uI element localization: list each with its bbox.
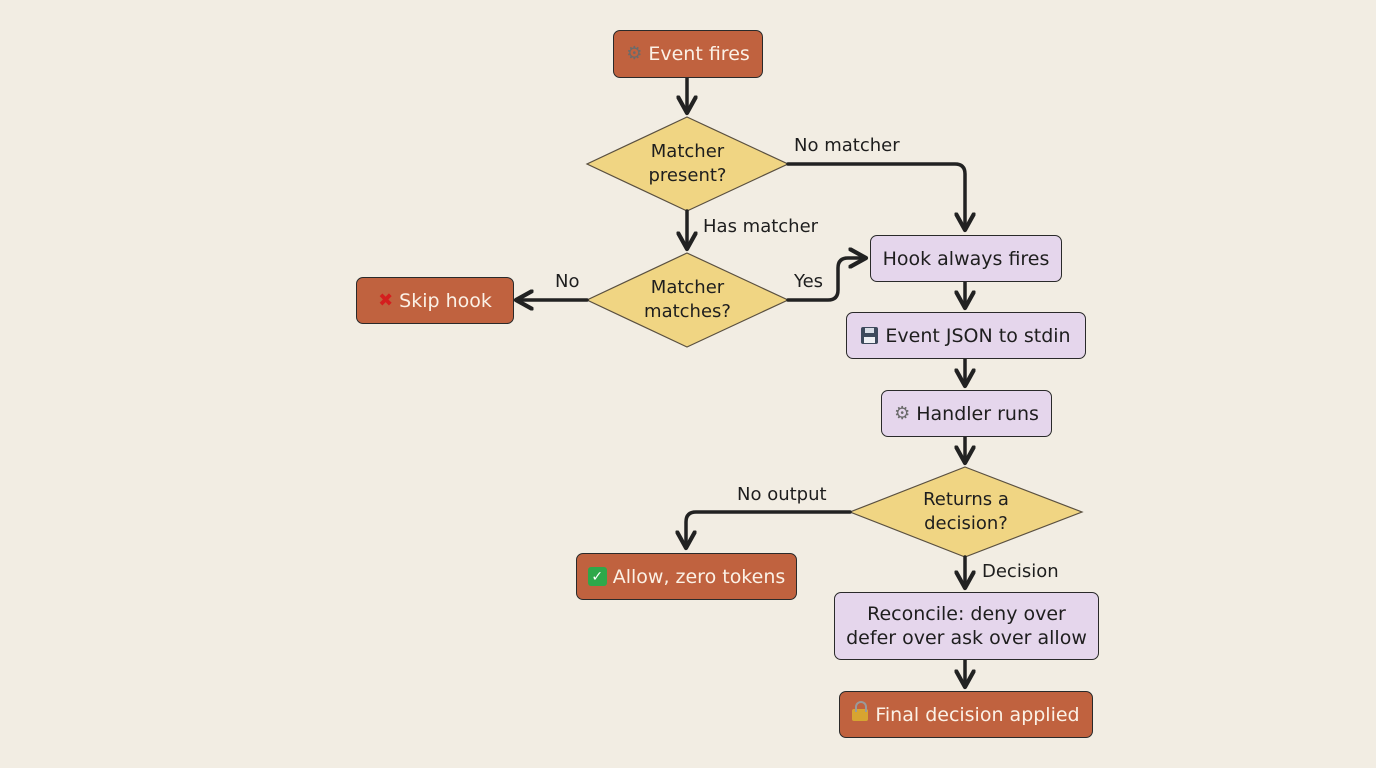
node-allow-zero-tokens: ✓ Allow, zero tokens xyxy=(576,553,797,600)
node-event-fires: ⚙ Event fires xyxy=(613,30,763,78)
node-skip-hook: ✖ Skip hook xyxy=(356,277,514,324)
edge-label-has-matcher: Has matcher xyxy=(703,216,819,237)
check-icon: ✓ xyxy=(587,567,607,586)
connector-no-matcher xyxy=(786,162,965,230)
node-allow-zero-tokens-label: Allow, zero tokens xyxy=(612,565,786,588)
decision-diamond-matcher-matches xyxy=(585,252,790,348)
node-hook-always-fires-label: Hook always fires xyxy=(882,247,1050,270)
node-final-decision-label: Final decision applied xyxy=(875,703,1080,726)
node-event-json: Event JSON to stdin xyxy=(846,312,1086,359)
edge-label-no-matcher: No matcher xyxy=(794,135,900,156)
decision-diamond-returns-decision xyxy=(848,466,1084,558)
node-event-json-label: Event JSON to stdin xyxy=(885,324,1071,347)
floppy-disk-icon xyxy=(861,327,879,344)
decision-diamond-matcher-present xyxy=(585,116,790,212)
gear-icon: ⚙ xyxy=(626,43,643,64)
edge-label-no-output: No output xyxy=(737,484,827,505)
edge-label-yes: Yes xyxy=(794,271,824,292)
node-handler-runs-label: Handler runs xyxy=(916,402,1039,425)
red-x-icon: ✖ xyxy=(378,289,394,311)
node-hook-always-fires: Hook always fires xyxy=(870,235,1062,282)
gear-icon: ⚙ xyxy=(894,402,911,424)
node-event-fires-label: Event fires xyxy=(648,43,750,65)
connector-no-output xyxy=(686,510,852,548)
edge-label-decision: Decision xyxy=(982,561,1059,582)
node-reconcile-label: Reconcile: deny over defer over ask over… xyxy=(846,603,1087,649)
lock-icon xyxy=(852,700,869,721)
node-skip-hook-label: Skip hook xyxy=(399,289,492,312)
connector-yes-to-hook xyxy=(786,258,866,302)
node-reconcile: Reconcile: deny over defer over ask over… xyxy=(834,592,1099,660)
node-handler-runs: ⚙ Handler runs xyxy=(881,390,1052,437)
edge-label-no: No xyxy=(555,271,580,292)
node-final-decision: Final decision applied xyxy=(839,691,1093,738)
